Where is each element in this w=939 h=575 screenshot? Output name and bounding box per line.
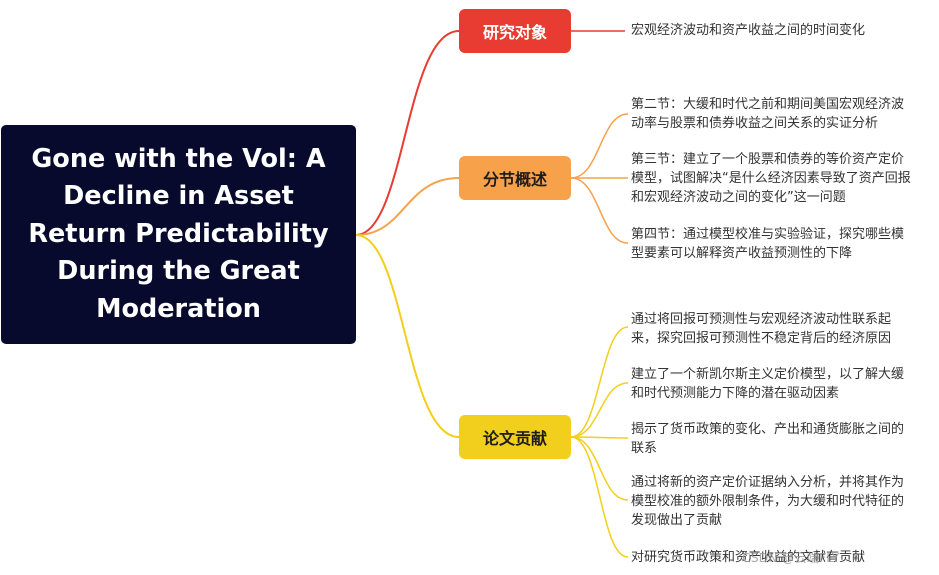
link-b3-l3 <box>570 436 629 439</box>
branch-label: 论文贡献 <box>482 429 547 448</box>
link-root-b2 <box>355 177 460 236</box>
leaf-contribution-3[interactable]: 揭示了货币政策的变化、产出和通货膨胀之间的 联系 <box>631 422 905 456</box>
branch-research-object[interactable]: 研究对象 <box>459 9 571 53</box>
leaf-section-3[interactable]: 第三节：建立了一个股票和债券的等价资产定价 模型，试图解决“是什么经济因素导致了… <box>631 152 911 205</box>
link-b2-l1 <box>570 113 629 179</box>
link-root-b1 <box>355 30 460 236</box>
leaf-contribution-2[interactable]: 建立了一个新凯尔斯主义定价模型，以了解大缓 和时代预测能力下降的潜在驱动因素 <box>631 367 905 401</box>
branch-label: 研究对象 <box>482 23 547 42</box>
link-root-b3 <box>355 234 460 438</box>
branch-section-overview[interactable]: 分节概述 <box>459 156 571 200</box>
root-title: Gone with the Vol: A Decline in Asset Re… <box>28 143 329 324</box>
branch-label: 分节概述 <box>482 170 547 189</box>
leaf-contribution-5[interactable]: 对研究货币政策和资产收益的文献有贡献 <box>631 550 866 565</box>
link-b3-l4 <box>570 436 629 501</box>
leaf-contribution-1[interactable]: 通过将回报可预测性与宏观经济波动性联系起 来，探究回报可预测性不稳定背后的经济原… <box>631 312 892 346</box>
branch-contributions[interactable]: 论文贡献 <box>459 415 571 459</box>
leaf-contribution-4[interactable]: 通过将新的资产定价证据纳入分析，并将其作为 模型校准的额外限制条件，为大缓和时代… <box>631 475 905 528</box>
watermark: CSDN @云端FLY <box>742 550 840 565</box>
leaf-section-2[interactable]: 第二节：大缓和时代之前和期间美国宏观经济波 动率与股票和债券收益之间关系的实证分… <box>631 97 905 131</box>
link-b3-l5 <box>570 436 629 558</box>
link-b3-l1 <box>570 326 629 438</box>
leaf-section-4[interactable]: 第四节：通过模型校准与实验验证，探究哪些模 型要素可以解释资产收益预测性的下降 <box>631 227 905 261</box>
root-topic[interactable]: Gone with the Vol: A Decline in Asset Re… <box>1 125 356 344</box>
link-b2-l3 <box>570 177 629 244</box>
link-b3-l2 <box>570 382 629 438</box>
leaf-research-object[interactable]: 宏观经济波动和资产收益之间的时间变化 <box>631 23 866 38</box>
